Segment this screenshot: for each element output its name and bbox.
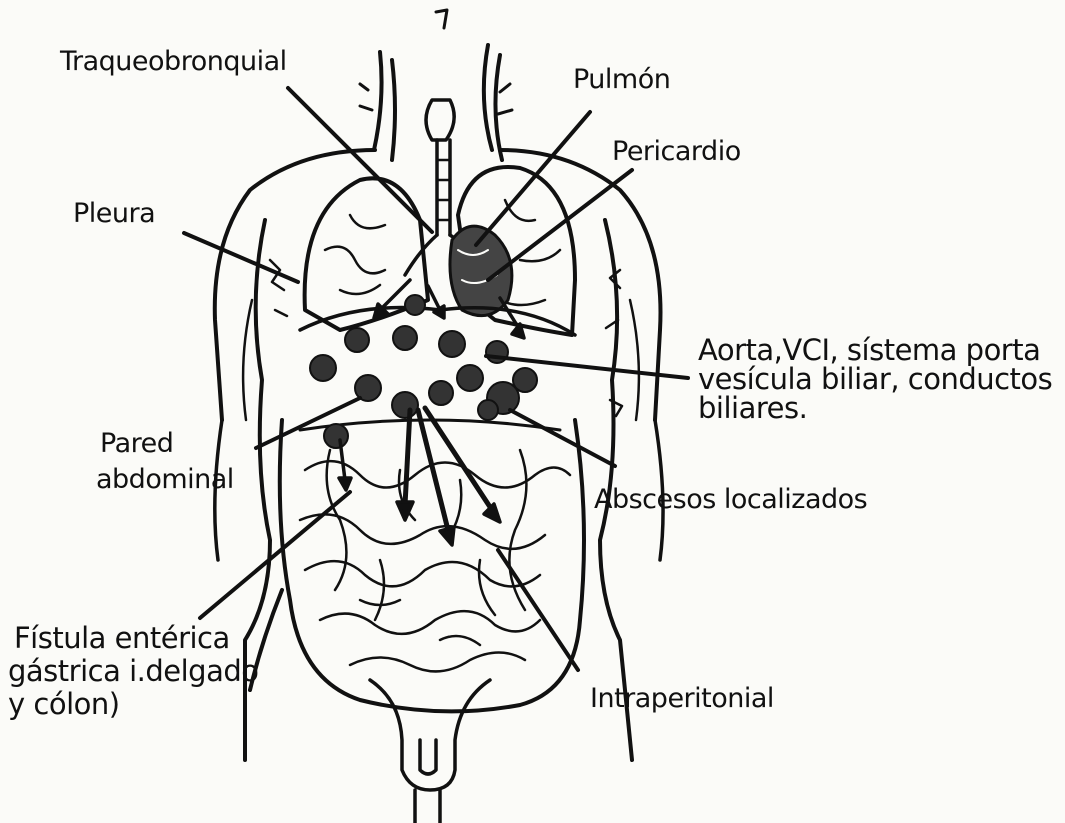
label-fistula-line-2: gástrica i.delgado [8,657,259,685]
label-pared-line-1: Pared [100,430,173,457]
label-traqueobronquial: Traqueobronquial [60,48,287,75]
label-abscesos: Abscesos localizados [594,486,867,513]
label-pericardio: Pericardio [612,138,741,165]
label-pleura: Pleura [73,200,155,227]
label-pulmon: Pulmón [573,66,670,93]
label-fistula-line-3: y cólon) [8,690,120,718]
label-pared-line-2: abdominal [96,466,234,493]
label-intraperitonial: Intraperitonial [590,685,774,712]
label-fistula-line-1: Fístula entérica [14,624,230,652]
label-aorta-line-3: biliares. [698,394,807,422]
drain-tube [370,680,490,823]
label-aorta-line-1: Aorta,VCI, sístema porta [698,336,1040,364]
label-aorta-line-2: vesícula biliar, conductos [698,365,1052,393]
top-mark [436,10,447,28]
